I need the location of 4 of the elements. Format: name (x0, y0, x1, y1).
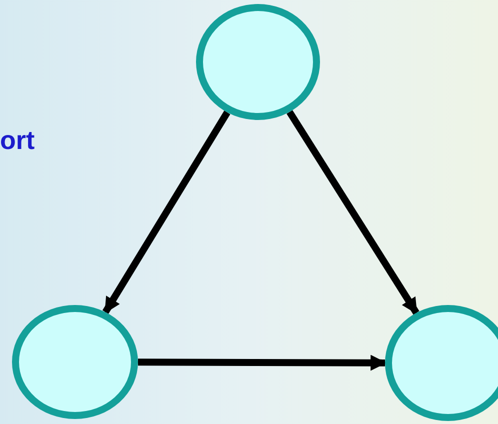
arrow (102, 110, 230, 314)
arrow (138, 354, 387, 371)
title-text: ort (0, 125, 35, 156)
arrow (286, 110, 420, 315)
